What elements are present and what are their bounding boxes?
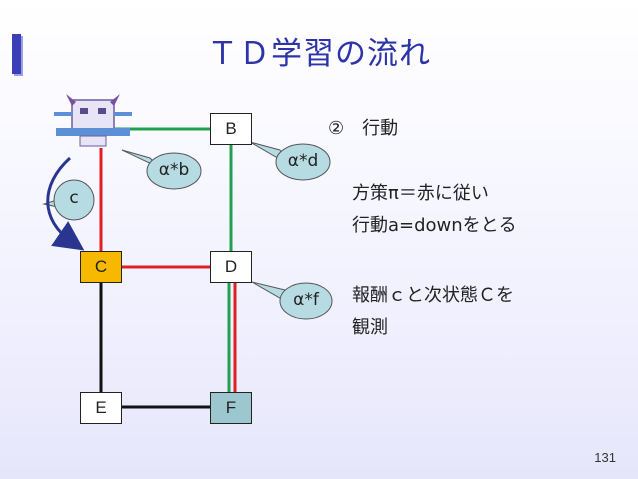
callout-ad-label: α*d [287, 151, 319, 171]
slide-title: ＴＤ学習の流れ [207, 36, 431, 72]
observe-text: 観測 [352, 317, 388, 338]
page-number: 131 [594, 450, 616, 465]
title-accent-bar [12, 34, 21, 74]
callout-ad-bubble [249, 141, 331, 181]
callout-af-label: α*f [293, 290, 319, 310]
callout-c-bubble [42, 179, 95, 221]
reward-text: 報酬ｃと次状態Ｃを [352, 285, 514, 306]
node-C: C [80, 251, 122, 283]
step-heading: ② 行動 [328, 118, 399, 139]
node-F: F [210, 392, 252, 424]
callout-ab-label: α*b [158, 160, 190, 180]
callout-c-label: c [69, 188, 79, 208]
callout-ab-bubble [121, 149, 202, 190]
callout-af-bubble [251, 281, 333, 320]
policy-text: 方策π＝赤に従い [352, 183, 489, 204]
action-text: 行動a=downをとる [352, 215, 517, 236]
node-D: D [210, 251, 252, 283]
transition-arrow [46, 156, 85, 251]
robot-agent-icon [54, 94, 132, 147]
node-E: E [80, 392, 122, 424]
node-B: B [210, 113, 252, 145]
